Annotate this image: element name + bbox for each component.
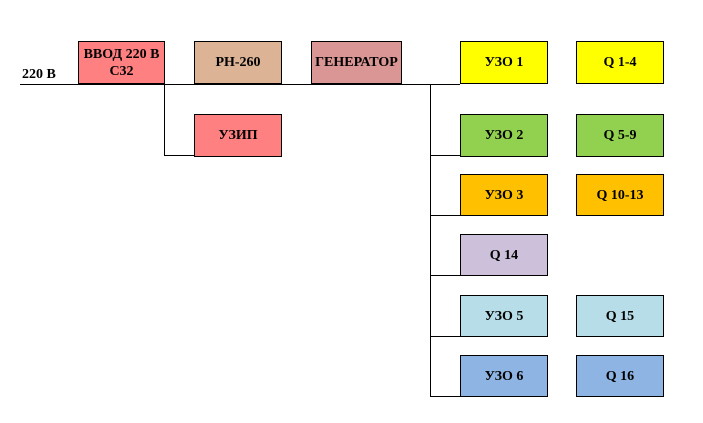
rcd-5-box: УЗО 5 <box>460 295 548 337</box>
input-voltage-label: 220 В <box>22 67 56 82</box>
vvod-breaker-box: ВВОД 220 В С32 <box>78 41 165 84</box>
breaker-q1-4-box: Q 1-4 <box>576 41 664 84</box>
rcd-2-box: УЗО 2 <box>460 114 548 157</box>
breaker-q15-box: Q 15 <box>576 295 664 337</box>
rcd-6-box: УЗО 6 <box>460 355 548 397</box>
breaker-q16-box: Q 16 <box>576 355 664 397</box>
generator-box: ГЕНЕРАТОР <box>311 41 402 84</box>
rcd-3-box: УЗО 3 <box>460 174 548 216</box>
surge-protector-box: УЗИП <box>194 114 282 157</box>
voltage-relay-box: РН-260 <box>194 41 282 84</box>
breaker-q5-9-box: Q 5-9 <box>576 114 664 157</box>
breaker-q10-13-box: Q 10-13 <box>576 174 664 216</box>
rcd-1-box: УЗО 1 <box>460 41 548 84</box>
breaker-q14-box: Q 14 <box>460 234 548 276</box>
